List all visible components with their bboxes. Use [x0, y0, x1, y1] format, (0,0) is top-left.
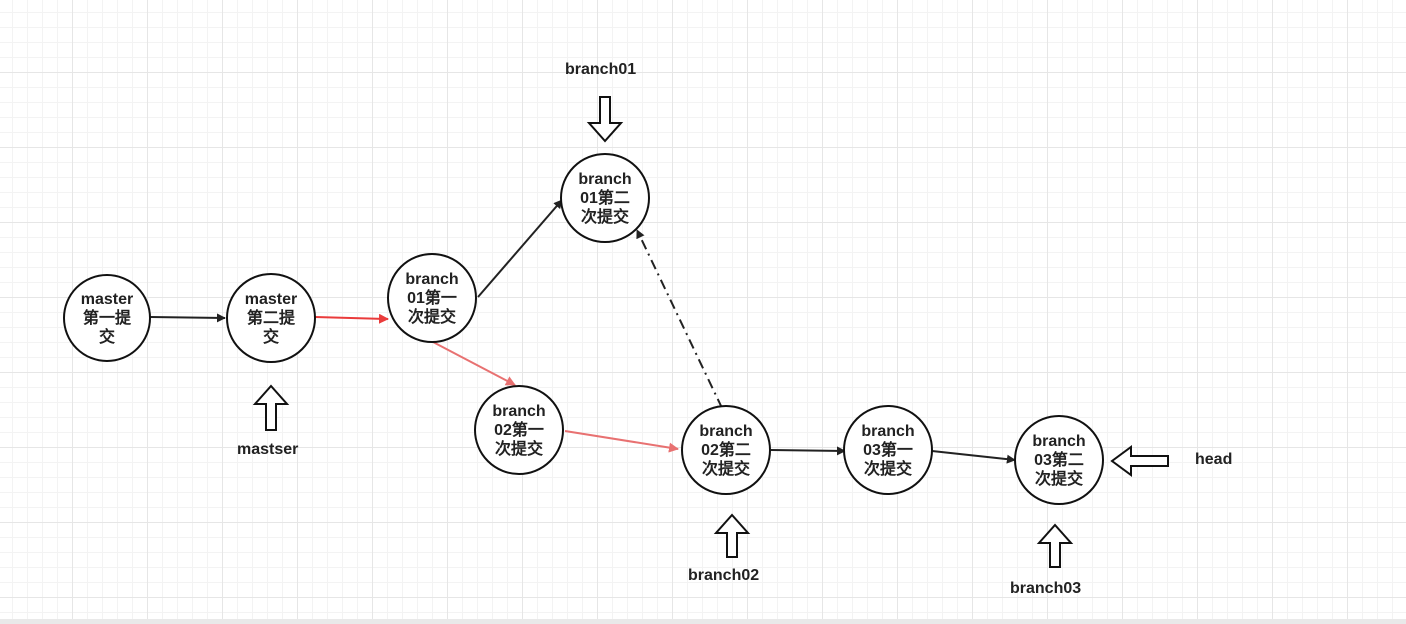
edge-b2c2-b1c2-dashed — [636, 229, 723, 409]
edge-m2-b1c1 — [314, 313, 389, 324]
canvas-bottom-edge — [0, 619, 1406, 624]
commit-node-branch03-2[interactable] — [1014, 415, 1104, 505]
commit-node-branch02-2[interactable] — [681, 405, 771, 495]
head-pointer-label: head — [1195, 451, 1233, 468]
commit-node-branch01-2[interactable] — [560, 153, 650, 243]
branch02-pointer-arrow-icon — [713, 513, 751, 558]
edge-b1c1-b2c1 — [432, 341, 516, 386]
edge-b2c2-b3c1 — [770, 446, 846, 456]
mastser-pointer-label: mastser — [237, 441, 299, 458]
commit-node-master-1[interactable] — [63, 274, 151, 362]
branch01-pointer-arrow-icon — [586, 96, 624, 143]
mastser-pointer-arrow-icon — [252, 384, 290, 431]
head-pointer-arrow-icon — [1110, 445, 1169, 477]
branch03-pointer-arrow-icon — [1036, 523, 1074, 568]
branch02-pointer-label: branch02 — [688, 567, 760, 584]
branch01-pointer-label: branch01 — [565, 61, 637, 78]
edge-b2c1-b2c2 — [564, 430, 679, 453]
commit-node-branch03-1[interactable] — [843, 405, 933, 495]
commit-node-branch01-1[interactable] — [387, 253, 477, 343]
branch03-pointer-label: branch03 — [1010, 580, 1082, 597]
edge-b3c1-b3c2 — [931, 450, 1016, 464]
commit-node-branch02-1[interactable] — [474, 385, 564, 475]
edge-b1c1-b1c2 — [477, 199, 563, 298]
commit-node-master-2[interactable] — [226, 273, 316, 363]
edge-m1-m2 — [149, 313, 226, 323]
